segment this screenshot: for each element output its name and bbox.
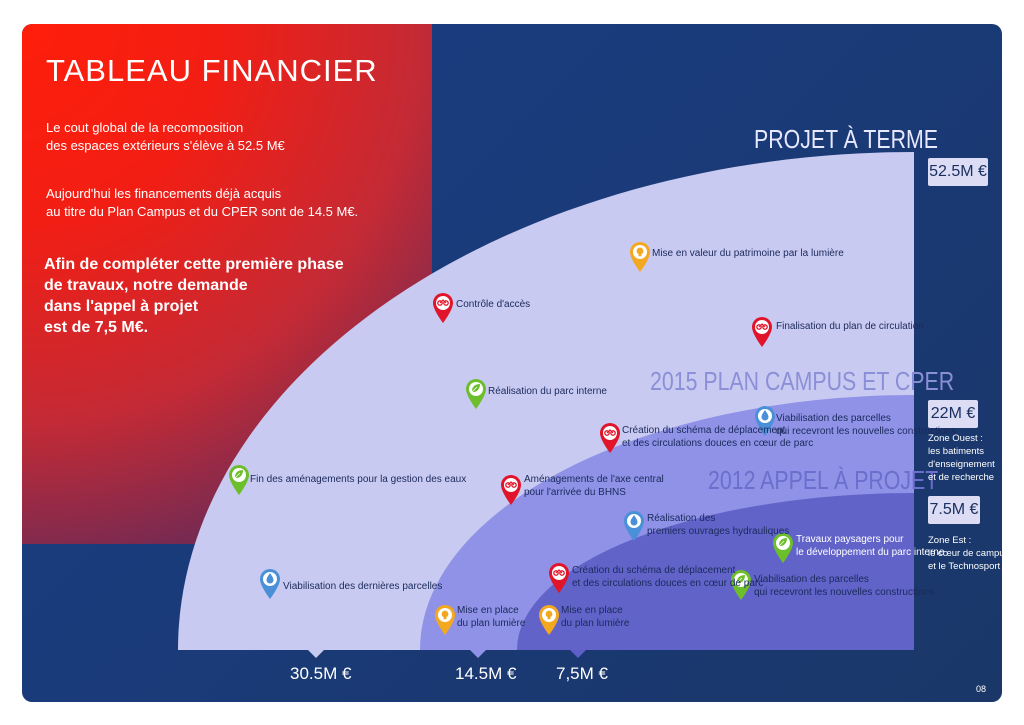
label-viab-est: Viabilisation des parcelles qui recevron…	[754, 574, 934, 599]
intro-p2-line1: Aujourd'hui les financements déjà acquis	[46, 186, 282, 201]
label-parc-interne: Réalisation du parc interne	[488, 386, 607, 397]
label-schema-est-line1: Création du schéma de déplacement	[572, 565, 736, 576]
intro-p1-line1: Le cout global de la recomposition	[46, 120, 244, 135]
bottom-amount-appel: 7,5M €	[556, 664, 608, 683]
label-schema-ouest-line1: Création du schéma de déplacement	[622, 425, 786, 436]
gestion-eaux-pin-icon	[227, 464, 251, 501]
label-controle-acces: Contrôle d'accès	[456, 299, 531, 310]
zone-ouest-line2: les batiments	[928, 446, 984, 457]
heading-appel-projet: 2012 APPEL À PROJET	[708, 465, 939, 495]
zone-est-line3: et le Technosport	[928, 561, 1001, 572]
label-axe-central: Aménagements de l'axe central pour l'arr…	[524, 474, 664, 499]
page-number: 08	[976, 684, 987, 694]
parc-interne-pin-icon	[464, 378, 488, 415]
label-schema-est-line2: et des circulations douces en cœur de pa…	[572, 577, 764, 589]
pointer-appel	[570, 650, 586, 658]
intro-paragraph-2: Aujourd'hui les financements déjà acquis…	[46, 185, 358, 221]
intro-p3-line1: Afin de compléter cette première phase	[44, 256, 344, 273]
intro-p1-line2: des espaces extérieurs s'élève à 52.5 M€	[46, 138, 285, 153]
label-travaux-paysagers: Travaux paysagers pour le développement …	[796, 534, 944, 559]
label-lumiere-ouest-line1: Mise en place	[457, 605, 519, 616]
label-paysagers-line1: Travaux paysagers pour	[796, 534, 904, 545]
intro-paragraph-1: Le cout global de la recomposition des e…	[46, 119, 285, 155]
label-schema-ouest: Création du schéma de déplacement et des…	[622, 425, 813, 450]
zone-ouest-line4: et de recherche	[928, 472, 995, 483]
label-viab-ouest: Viabilisation des parcelles qui recevron…	[776, 413, 956, 438]
amount-campus-cper: 22M €	[928, 400, 978, 428]
schema-est-pin-icon	[547, 562, 571, 599]
amount-projet-terme: 52.5M €	[928, 158, 988, 186]
zone-est: Zone Est : le cœur de campus et le Techn…	[928, 534, 1009, 573]
label-viab-ouest-line1: Viabilisation des parcelles	[776, 413, 891, 424]
label-dernieres-parcelles: Viabilisation des dernières parcelles	[283, 581, 443, 592]
label-axe-line1: Aménagements de l'axe central	[524, 474, 664, 485]
paysagers-pin-icon	[771, 532, 795, 569]
viab-ouest-pin-icon	[753, 405, 777, 442]
fan-appel-projet	[517, 493, 914, 650]
heading-projet-terme: PROJET À TERME	[754, 124, 939, 154]
viab-est-pin-icon	[729, 569, 753, 606]
pointer-campus	[470, 650, 486, 658]
label-schema-ouest-line2: et des circulations douces en cœur de pa…	[622, 437, 814, 449]
label-finalisation-circulation: Finalisation du plan de circulation	[776, 321, 924, 332]
label-schema-est: Création du schéma de déplacement et des…	[572, 565, 763, 590]
intro-p3-line4: est de 7,5 M€.	[44, 319, 149, 336]
label-viab-est-line2: qui recevront les nouvelles construction…	[754, 586, 935, 598]
label-hydrau-line1: Réalisation des	[647, 513, 716, 524]
intro-p3-line3: dans l'appel à projet	[44, 298, 199, 315]
label-lumiere-est-line1: Mise en place	[561, 605, 623, 616]
page-title: TABLEAU FINANCIER	[46, 53, 378, 88]
lumiere-patrimoine-pin-icon	[628, 241, 652, 278]
label-lumiere-est-line2: du plan lumière	[561, 617, 630, 629]
label-gestion-eaux: Fin des aménagements pour la gestion des…	[250, 474, 467, 485]
label-ouvrages-hydrauliques: Réalisation des premiers ouvrages hydrau…	[647, 513, 789, 538]
bottom-amount-terme: 30.5M €	[290, 664, 352, 683]
label-lumiere-patrimoine: Mise en valeur du patrimoine par la lumi…	[652, 248, 844, 259]
zone-est-line2: le cœur de campus	[928, 548, 1010, 559]
controle-acces-pin-icon	[431, 292, 455, 329]
zone-ouest-line1: Zone Ouest :	[928, 433, 983, 444]
finalisation-circulation-pin-icon	[750, 316, 774, 353]
schema-ouest-pin-icon	[598, 422, 622, 459]
dernieres-parcelles-pin-icon	[258, 568, 282, 605]
lumiere-est-pin-icon	[537, 604, 561, 641]
label-lumiere-ouest-line2: du plan lumière	[457, 617, 526, 629]
hydrau-pin-icon	[622, 510, 646, 547]
amount-appel-projet: 7.5M €	[928, 496, 980, 524]
intro-p2-line2: au titre du Plan Campus et du CPER sont …	[46, 204, 359, 219]
label-lumiere-est: Mise en place du plan lumière	[561, 605, 629, 630]
label-paysagers-line2: le développement du parc interne	[796, 546, 945, 558]
zone-ouest: Zone Ouest : les batiments d'enseignemen…	[928, 432, 995, 484]
heading-campus-cper: 2015 PLAN CAMPUS ET CPER	[650, 366, 955, 396]
axe-central-pin-icon	[499, 474, 523, 511]
label-viab-est-line1: Viabilisation des parcelles	[754, 574, 869, 585]
intro-paragraph-3: Afin de compléter cette première phase d…	[44, 254, 374, 338]
bottom-amount-campus: 14.5M €	[455, 664, 517, 683]
label-axe-line2: pour l'arrivée du BHNS	[524, 486, 626, 498]
label-lumiere-ouest: Mise en place du plan lumière	[457, 605, 525, 630]
pointer-terme	[308, 650, 324, 658]
lumiere-ouest-pin-icon	[433, 604, 457, 641]
zone-ouest-line3: d'enseignement	[928, 459, 995, 470]
label-hydrau-line2: premiers ouvrages hydrauliques	[647, 525, 790, 537]
intro-p3-line2: de travaux, notre demande	[44, 277, 248, 294]
zone-est-line1: Zone Est :	[928, 535, 972, 546]
label-viab-ouest-line2: qui recevront les nouvelles construction…	[776, 425, 957, 437]
